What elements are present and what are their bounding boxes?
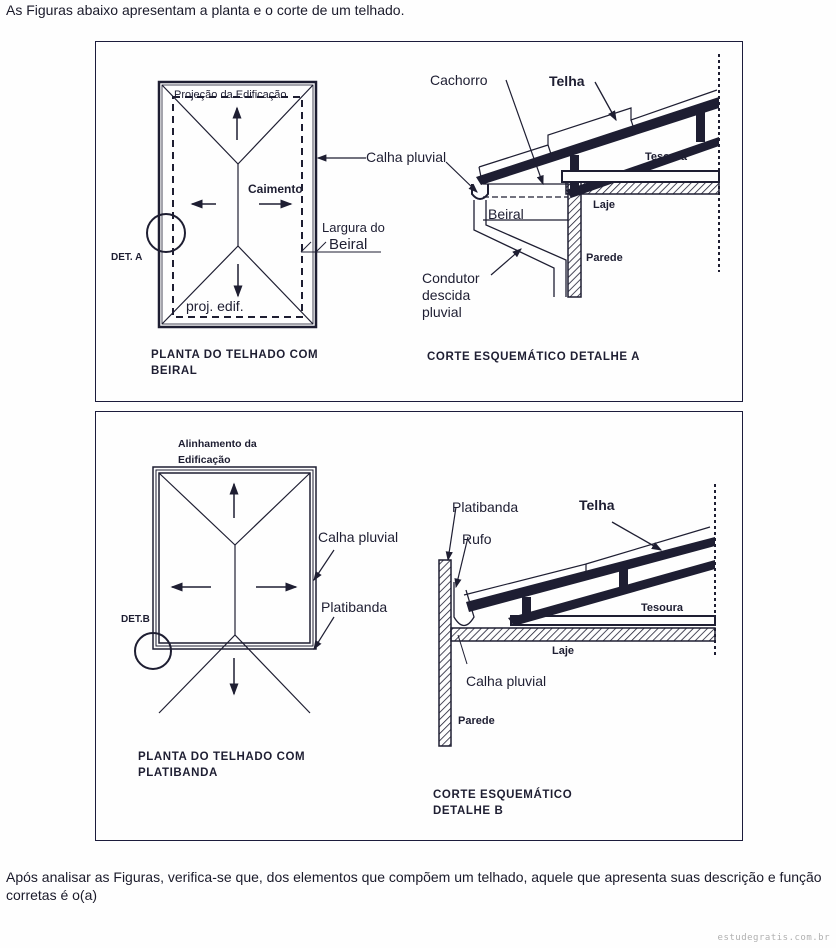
label-det-b: DET.B [121,614,150,625]
hip-line [161,245,239,325]
label-parede: Parede [458,715,495,727]
label-tesoura: Tesoura [645,151,688,163]
label-laje: Laje [552,645,574,657]
intro-text: As Figuras abaixo apresentam a planta e … [6,2,405,18]
tile-profile [463,526,711,596]
caption-section-a: CORTE ESQUEMÁTICO DETALHE A [427,350,640,363]
caption-plan-b-2: PLATIBANDA [138,767,218,779]
gutter [453,582,475,627]
label-alinhamento-1: Alinhamento da [178,438,257,450]
label-caimento: Caimento [248,182,303,196]
label-rufo: Rufo [462,531,492,547]
slab [565,181,720,195]
detail-a-circle [146,213,186,253]
label-tesoura: Tesoura [641,602,684,614]
section-detail-a: Cachorro Telha Tesoura Laje Beiral Pared… [422,54,720,363]
top-beam [561,170,720,183]
label-calha-pluvial: Calha pluvial [366,149,446,165]
detail-b-circle [134,632,172,670]
label-platibanda: Platibanda [321,599,387,615]
label-proj-edif: proj. edif. [186,298,244,314]
parapet-outline [152,466,317,650]
label-beiral: Beiral [329,236,367,253]
question-text: Após analisar as Figuras, verifica-se qu… [6,869,822,903]
label-projecao: Projeção da Edificação [174,89,287,101]
plan-beiral: Projeção da Edificação Caimento Calha pl… [111,80,446,377]
label-platibanda-section: Platibanda [452,499,518,515]
hip-line [234,472,311,546]
label-parede: Parede [586,252,623,264]
figure-panel-beiral: Projeção da Edificação Caimento Calha pl… [95,41,743,402]
label-largura: Largura do [322,220,385,235]
label-alinhamento-2: Edificação [178,454,231,466]
figure-panel-platibanda: Alinhamento da Edificação Calha pluvial … [95,411,743,841]
label-condutor-1: Condutor [422,270,480,286]
gutter [471,184,489,200]
tile-profile [478,89,718,168]
caption-section-b-2: DETALHE B [433,805,503,817]
watermark: estudegratis.com.br [717,933,830,943]
caption-plan-a-1: PLANTA DO TELHADO COM [151,349,318,361]
truss-chord [508,560,715,626]
caption-plan-a-2: BEIRAL [151,365,197,377]
label-laje: Laje [593,199,615,211]
label-det-a: DET. A [111,252,142,263]
label-telha: Telha [549,73,585,89]
hip-line [161,84,239,165]
label-condutor-3: pluvial [422,304,462,320]
hip-line [237,245,314,325]
parapet-wall [438,559,452,747]
plan-platibanda: Alinhamento da Edificação Calha pluvial … [121,438,398,779]
slab [450,627,716,642]
label-cachorro: Cachorro [430,72,488,88]
caption-plan-b-1: PLANTA DO TELHADO COM [138,751,305,763]
label-telha: Telha [579,497,615,513]
rafter [466,537,715,612]
roof-outline [157,80,318,329]
label-calha-pluvial: Calha pluvial [318,529,398,545]
section-detail-b: Platibanda Telha Rufo Tesoura Laje Calha… [433,484,716,817]
building-projection [172,96,303,318]
hip-line [158,472,236,546]
rafter [476,97,719,185]
label-calha-pluvial-section: Calha pluvial [466,673,546,689]
figure-b-drawing: Alinhamento da Edificação Calha pluvial … [121,438,716,817]
caption-section-b-1: CORTE ESQUEMÁTICO [433,788,572,801]
hip-line [237,84,314,165]
label-beiral-section: Beiral [488,206,524,222]
figure-a-drawing: Projeção da Edificação Caimento Calha pl… [111,54,720,377]
label-condutor-2: descida [422,287,470,303]
wall [567,181,582,298]
